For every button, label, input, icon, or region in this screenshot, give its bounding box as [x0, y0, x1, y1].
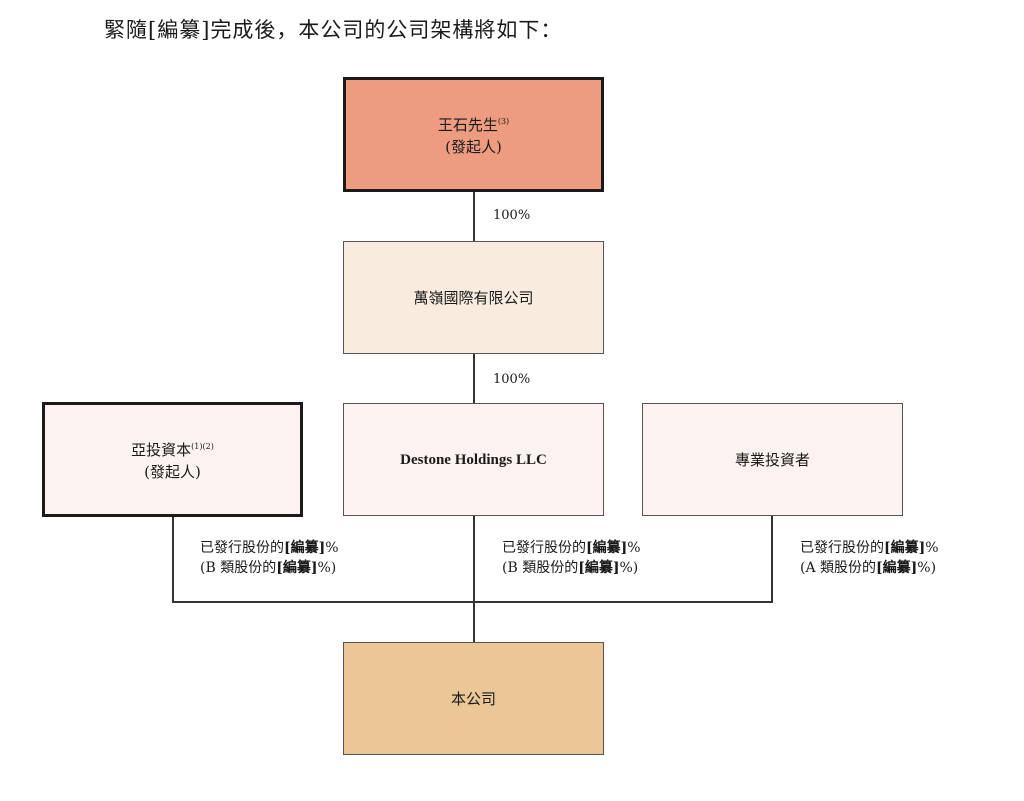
share-professional-l1c: %: [925, 540, 939, 556]
share-ya-tou-l1c: %: [325, 540, 339, 556]
share-professional-l2a: (A 類股份的: [800, 560, 877, 576]
share-destone-l2a: (B 類股份的: [502, 560, 579, 576]
share-label-professional: 已發行股份的[編纂]% (A 類股份的[編纂]%): [800, 538, 939, 578]
share-label-destone: 已發行股份的[編纂]% (B 類股份的[編纂]%): [502, 538, 641, 578]
edge-label-wang-wanling: 100%: [493, 208, 531, 223]
wanling-name: 萬嶺國際有限公司: [413, 288, 534, 307]
share-professional-l1b: [編纂]: [884, 540, 926, 556]
node-destone: Destone Holdings LLC: [343, 403, 604, 516]
ya-tou-role: (發起人): [144, 463, 201, 481]
company-name: 本公司: [450, 689, 496, 708]
connector-horizontal-bus: [172, 601, 773, 603]
edge-label-wanling-destone: 100%: [493, 372, 531, 387]
wang-shi-note: (3): [497, 117, 510, 126]
share-label-ya-tou: 已發行股份的[編纂]% (B 類股份的[編纂]%): [200, 538, 339, 578]
connector-professional-down: [771, 516, 773, 603]
connector-wanling-destone: [473, 353, 475, 403]
node-wang-shi: 王石先生(3) (發起人): [343, 77, 604, 192]
ya-tou-name: 亞投資本: [131, 441, 192, 459]
node-company: 本公司: [343, 642, 604, 755]
share-destone-l2c: %): [619, 560, 639, 576]
share-ya-tou-l2b: [編纂]: [276, 560, 318, 576]
node-ya-tou-name: 亞投資本(1)(2): [131, 436, 214, 461]
share-destone-l1c: %: [627, 540, 641, 556]
node-wanling: 萬嶺國際有限公司: [343, 241, 604, 354]
destone-name: Destone Holdings LLC: [400, 451, 547, 468]
share-professional-l2b: [編纂]: [876, 560, 918, 576]
node-ya-tou: 亞投資本(1)(2) (發起人): [42, 402, 303, 517]
share-ya-tou-l1b: [編纂]: [284, 540, 326, 556]
share-professional-l1a: 已發行股份的: [800, 540, 884, 556]
share-destone-l1a: 已發行股份的: [502, 540, 586, 556]
wang-shi-name: 王石先生: [437, 116, 498, 134]
node-professional: 專業投資者: [642, 403, 903, 516]
node-wang-shi-name: 王石先生(3): [438, 111, 509, 136]
share-ya-tou-l2c: %): [317, 560, 337, 576]
ya-tou-note: (1)(2): [191, 442, 214, 451]
share-professional-l2c: %): [917, 560, 937, 576]
share-destone-l2b: [編纂]: [578, 560, 620, 576]
wang-shi-role: (發起人): [445, 138, 502, 156]
share-ya-tou-l1a: 已發行股份的: [200, 540, 284, 556]
page-heading: 緊隨[編纂]完成後，本公司的公司架構將如下：: [104, 18, 563, 42]
professional-name: 專業投資者: [734, 450, 810, 469]
connector-wang-wanling: [473, 191, 475, 241]
connector-destone-down: [473, 516, 475, 642]
share-destone-l1b: [編纂]: [586, 540, 628, 556]
connector-yatou-down: [172, 516, 174, 603]
share-ya-tou-l2a: (B 類股份的: [200, 560, 277, 576]
